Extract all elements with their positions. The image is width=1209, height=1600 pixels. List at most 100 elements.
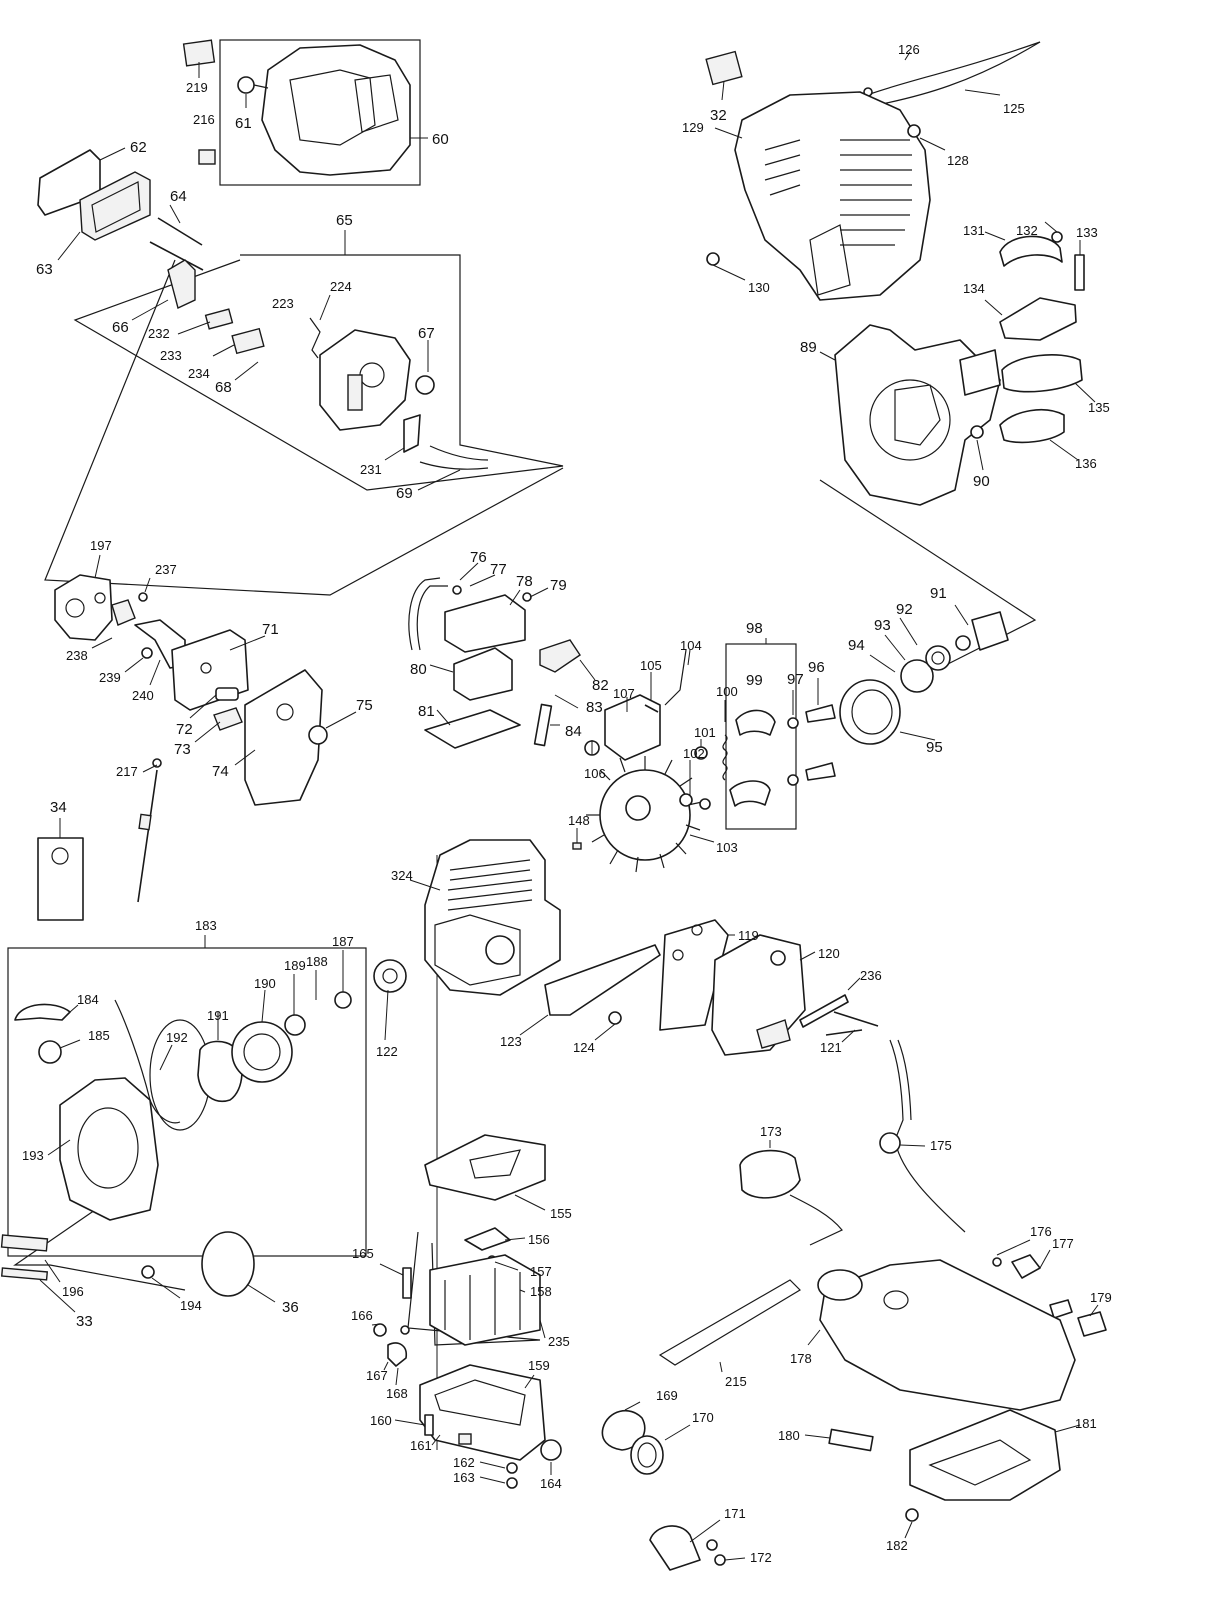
- callout-62: 62: [130, 139, 147, 156]
- callout-237: 237: [155, 562, 177, 577]
- air-filter-element: [37, 149, 204, 271]
- callout-65: 65: [336, 212, 353, 229]
- callout-159: 159: [528, 1358, 550, 1373]
- callout-173: 173: [760, 1124, 782, 1139]
- callout-134: 134: [963, 281, 985, 296]
- callout-90: 90: [973, 473, 990, 490]
- carburetor: [54, 574, 328, 903]
- callout-223: 223: [272, 296, 294, 311]
- air-cleaner-case: [167, 259, 489, 470]
- callout-217: 217: [116, 764, 138, 779]
- callout-75: 75: [356, 697, 373, 714]
- callout-187: 187: [332, 934, 354, 949]
- callout-71: 71: [262, 621, 279, 638]
- callout-72: 72: [176, 721, 193, 738]
- callout-92: 92: [896, 601, 913, 618]
- callout-158: 158: [530, 1284, 552, 1299]
- callout-168: 168: [386, 1386, 408, 1401]
- callout-164: 164: [540, 1476, 562, 1491]
- leader-lines: [39, 51, 1099, 1561]
- callout-172: 172: [750, 1550, 772, 1565]
- callout-224: 224: [330, 279, 352, 294]
- fuel-tank-parts: [601, 1039, 1107, 1571]
- callout-104: 104: [680, 638, 702, 653]
- callout-166: 166: [351, 1308, 373, 1323]
- callout-64: 64: [170, 188, 187, 205]
- fan-housing-group-frame: [819, 479, 1037, 669]
- callout-130: 130: [748, 280, 770, 295]
- callout-103: 103: [716, 840, 738, 855]
- callout-126: 126: [898, 42, 920, 57]
- callout-155: 155: [550, 1206, 572, 1221]
- callout-235: 235: [548, 1334, 570, 1349]
- callout-67: 67: [418, 325, 435, 342]
- callout-239: 239: [99, 670, 121, 685]
- recoil-starter: [14, 991, 352, 1221]
- callout-178: 178: [790, 1351, 812, 1366]
- grip-handle-parts: [999, 231, 1085, 444]
- callout-132: 132: [1016, 223, 1038, 238]
- callout-73: 73: [174, 741, 191, 758]
- callout-91: 91: [930, 585, 947, 602]
- callout-120: 120: [818, 946, 840, 961]
- callout-61: 61: [235, 115, 252, 132]
- callout-123: 123: [500, 1034, 522, 1049]
- callout-89: 89: [800, 339, 817, 356]
- callout-99: 99: [746, 672, 763, 689]
- callout-128: 128: [947, 153, 969, 168]
- muffler-parts: [544, 919, 879, 1056]
- callout-83: 83: [586, 699, 603, 716]
- callout-82: 82: [592, 677, 609, 694]
- callout-231: 231: [360, 462, 382, 477]
- callout-324: 324: [391, 868, 413, 883]
- clutch-parts: [679, 611, 1009, 810]
- callout-167: 167: [366, 1368, 388, 1383]
- callout-119: 119: [738, 928, 759, 943]
- callout-94: 94: [848, 637, 865, 654]
- callout-78: 78: [516, 573, 533, 590]
- callout-156: 156: [528, 1232, 550, 1247]
- callout-95: 95: [926, 739, 943, 756]
- callout-162: 162: [453, 1455, 475, 1470]
- callout-121: 121: [820, 1040, 842, 1055]
- handle-group-frame: [219, 39, 421, 186]
- callout-76: 76: [470, 549, 487, 566]
- callout-77: 77: [490, 561, 507, 578]
- callout-122: 122: [376, 1044, 398, 1059]
- callout-197: 197: [90, 538, 112, 553]
- callout-181: 181: [1075, 1416, 1097, 1431]
- engine-cover: [705, 41, 1041, 301]
- callout-184: 184: [77, 992, 99, 1007]
- callout-194: 194: [180, 1298, 202, 1313]
- callout-133: 133: [1076, 225, 1098, 240]
- callout-233: 233: [160, 348, 182, 363]
- callout-171: 171: [724, 1506, 746, 1521]
- fan-housing: [834, 324, 1001, 506]
- callout-105: 105: [640, 658, 662, 673]
- callout-216: 216: [193, 112, 215, 127]
- callout-63: 63: [36, 261, 53, 278]
- callout-215: 215: [725, 1374, 747, 1389]
- callout-185: 185: [88, 1028, 110, 1043]
- label-34: [37, 837, 84, 921]
- callout-81: 81: [418, 703, 435, 720]
- callout-193: 193: [22, 1148, 44, 1163]
- callout-219: 219: [186, 80, 208, 95]
- callout-124: 124: [573, 1040, 595, 1055]
- callout-196: 196: [62, 1284, 84, 1299]
- callout-163: 163: [453, 1470, 475, 1485]
- callout-129: 129: [682, 120, 704, 135]
- callout-170: 170: [692, 1410, 714, 1425]
- callout-183: 183: [195, 918, 217, 933]
- callout-161: 161: [410, 1438, 432, 1453]
- callout-32: 32: [710, 107, 727, 124]
- callout-79: 79: [550, 577, 567, 594]
- callout-106: 106: [584, 766, 606, 781]
- callout-165: 165: [352, 1246, 374, 1261]
- callout-234: 234: [188, 366, 210, 381]
- callout-148: 148: [568, 813, 590, 828]
- callout-36: 36: [282, 1299, 299, 1316]
- callout-100: 100: [716, 684, 738, 699]
- callout-160: 160: [370, 1413, 392, 1428]
